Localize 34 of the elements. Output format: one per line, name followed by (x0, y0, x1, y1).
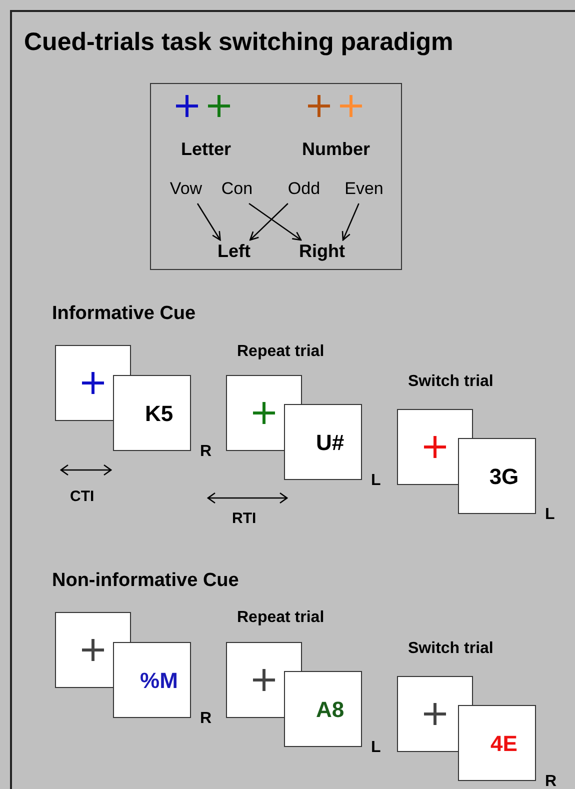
section-heading: Informative Cue (52, 302, 196, 326)
section-heading: Non-informative Cue (52, 569, 239, 593)
trial-label: Repeat trial (237, 342, 324, 362)
rule-label: Vow (163, 176, 209, 202)
response-key: R (200, 440, 212, 464)
category-label: Right (292, 238, 352, 265)
trial-label: Repeat trial (237, 608, 324, 628)
trial-label: Switch trial (408, 639, 494, 659)
legend-box (150, 83, 402, 270)
stimulus-text: 4E (490, 730, 518, 758)
stimulus-text: 3G (489, 462, 519, 490)
arrow (196, 203, 221, 241)
interval-label: RTI (232, 509, 256, 529)
stimulus-text: K5 (144, 400, 174, 428)
category-label: Letter (171, 136, 241, 163)
category-label: Number (291, 136, 381, 163)
stimulus-text: U# (316, 428, 344, 456)
response-key: R (545, 770, 557, 789)
rule-label: Even (338, 176, 390, 202)
response-key: L (371, 469, 381, 493)
rule-label: Con (213, 176, 261, 202)
rule-label: Odd (281, 176, 327, 202)
title: Cued-trials task switching paradigm (24, 27, 454, 58)
response-key: R (200, 707, 212, 731)
stimulus-text: %M (140, 666, 178, 694)
response-key: L (371, 736, 381, 760)
arrow (249, 203, 288, 241)
interval-label: CTI (70, 487, 94, 507)
arrow (248, 202, 302, 241)
trial-label: Switch trial (408, 372, 494, 392)
category-label: Left (211, 238, 257, 265)
arrow (342, 203, 360, 241)
stimulus-text: A8 (316, 696, 344, 724)
response-key: L (545, 503, 555, 527)
